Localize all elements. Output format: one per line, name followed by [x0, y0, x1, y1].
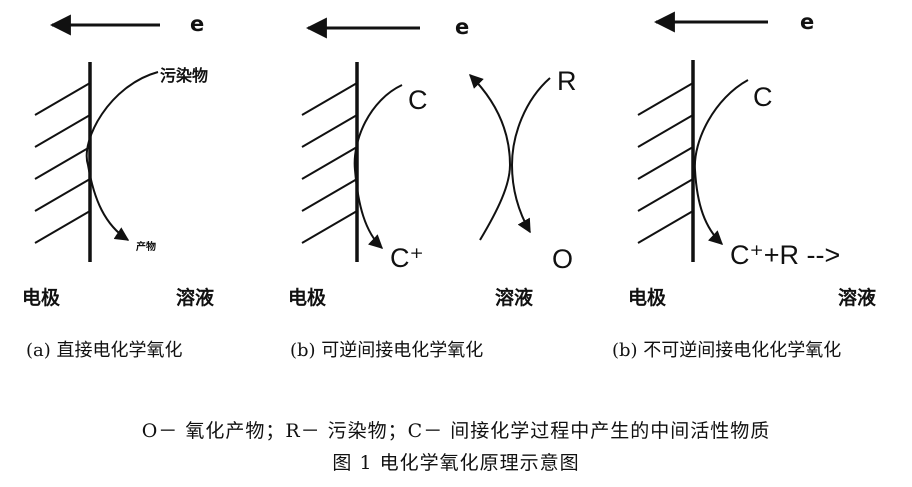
- electrode-label-c: 电极: [628, 287, 667, 309]
- electron-label-a: e: [190, 12, 205, 36]
- product-line-label: C⁺+R -->: [730, 240, 841, 270]
- caption-a: (a) 直接电化学氧化: [26, 340, 183, 361]
- panel-b-graphic: [301, 17, 551, 262]
- solution-label-b: 溶液: [495, 287, 534, 309]
- reaction-curve-c: [693, 79, 749, 245]
- o-label: O: [552, 244, 574, 274]
- caption-c: (b) 不可逆间接电化化学氧化: [612, 340, 842, 361]
- figure-title: 图 1 电化学氧化原理示意图: [332, 452, 580, 474]
- electrode-label-a: 电极: [22, 287, 61, 309]
- reaction-curve-a: [85, 71, 159, 241]
- panel-a-graphic: [34, 14, 160, 262]
- panel-c-graphic: [637, 11, 768, 262]
- reaction-curve-b-up: [469, 74, 512, 241]
- r-label: R: [557, 66, 577, 96]
- legend-text: O－ 氧化产物；R－ 污染物；C－ 间接化学过程中产生的中间活性物质: [141, 420, 771, 442]
- solution-label-a: 溶液: [176, 287, 215, 309]
- electron-label-b: e: [455, 15, 470, 39]
- c-label-c: C: [753, 82, 773, 112]
- electrode-hatch-c: [637, 82, 694, 244]
- pollutant-label: 污染物: [160, 66, 209, 85]
- product-label: 产物: [136, 242, 156, 253]
- c-label-b: C: [408, 85, 428, 115]
- c-plus-label-b: C⁺: [390, 243, 424, 273]
- reaction-curve-b-down: [510, 77, 551, 234]
- electrode-hatch-b: [301, 82, 358, 244]
- solution-label-c: 溶液: [838, 287, 877, 309]
- electron-label-c: e: [800, 10, 815, 34]
- electrode-hatch-a: [34, 82, 91, 244]
- caption-b: (b) 可逆间接电化学氧化: [290, 340, 484, 361]
- electrode-label-b: 电极: [288, 287, 327, 309]
- reaction-curve-b-left: [353, 84, 403, 249]
